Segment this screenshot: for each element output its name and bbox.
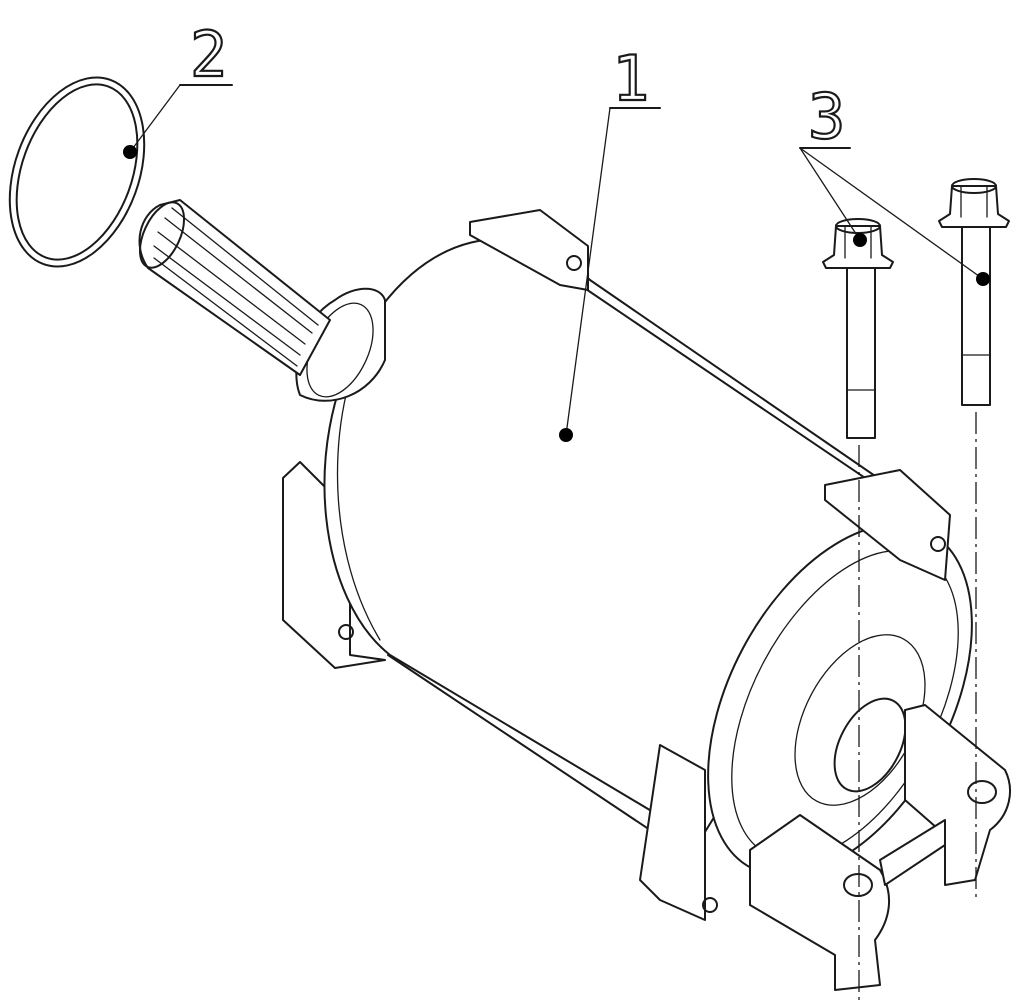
callout-3: 3 xyxy=(799,79,990,286)
bolt-left-part-3 xyxy=(822,218,894,439)
mount-ear-right xyxy=(904,704,1011,886)
callout-label-2: 2 xyxy=(190,18,227,91)
upper-flange-lug xyxy=(469,209,589,291)
rear-flange-lower xyxy=(282,461,386,669)
front-flange-lower xyxy=(639,744,706,921)
center-boss xyxy=(833,697,907,793)
front-flange-upper xyxy=(824,469,951,581)
o-ring-part-2 xyxy=(8,76,146,268)
bracket-web xyxy=(879,819,946,886)
mount-ear-left xyxy=(749,814,891,991)
callout-label-1: 1 xyxy=(612,42,649,115)
bolt-right-part-3 xyxy=(938,178,1010,406)
callout-1: 1 xyxy=(559,41,661,442)
callout-2: 2 xyxy=(123,17,233,159)
callout-label-3: 3 xyxy=(808,80,845,153)
starter-motor-part-1 xyxy=(138,199,1011,991)
splined-shaft xyxy=(138,199,331,376)
